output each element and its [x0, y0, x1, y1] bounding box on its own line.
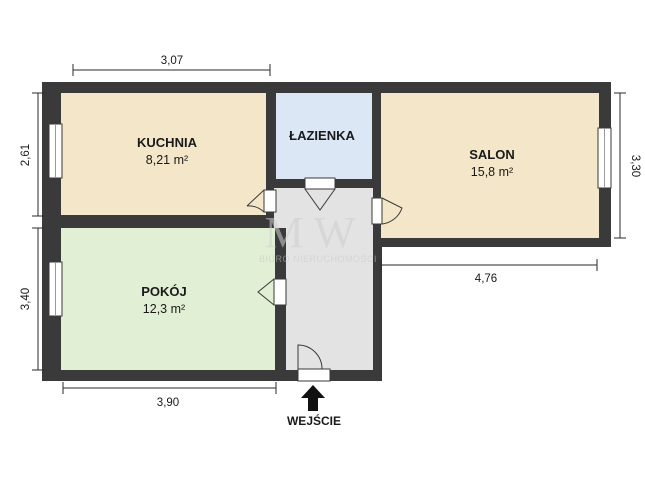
bedroom-area: 12,3 m²: [143, 302, 185, 316]
entrance-arrow-icon: [301, 385, 325, 411]
dim-right-salon-label: 3,30: [629, 155, 641, 177]
window-salon: [597, 127, 612, 189]
watermark: M W BIURO NIERUCHOMOŚCI: [259, 208, 377, 264]
bathroom-name: ŁAZIENKA: [289, 128, 355, 143]
bedroom-floor: [61, 228, 275, 370]
svg-text:M W: M W: [265, 208, 356, 257]
kitchen-name: KUCHNIA: [137, 135, 198, 150]
kitchen-area: 8,21 m²: [146, 153, 188, 167]
dim-top-kitchen: [72, 64, 271, 76]
door-bathroom: [304, 177, 336, 211]
door-bedroom: [257, 278, 287, 306]
watermark-text: BIURO NIERUCHOMOŚCI: [259, 253, 377, 264]
window-bedroom: [48, 261, 63, 317]
window-kitchen: [48, 123, 63, 179]
salon-area: 15,8 m²: [471, 165, 513, 179]
door-kitchen: [246, 189, 277, 213]
door-entrance: [297, 344, 331, 382]
kitchen-floor: [61, 93, 266, 215]
dim-left-bedroom: [32, 227, 44, 371]
salon-name: SALON: [469, 147, 515, 162]
bathroom-floor: [276, 93, 372, 179]
dim-bottom-bedroom-label: 3,90: [157, 397, 179, 409]
dim-right-salon: [614, 92, 626, 239]
dim-top-kitchen-label: 3,07: [161, 55, 183, 67]
dim-salon-width-label: 4,76: [475, 273, 497, 285]
salon-floor: [381, 93, 599, 238]
dim-left-kitchen: [32, 92, 44, 217]
bedroom-name: POKÓJ: [141, 284, 187, 299]
dim-left-kitchen-label: 2,61: [20, 144, 32, 166]
dim-salon-width: [380, 259, 598, 271]
dim-bottom-bedroom: [62, 382, 277, 394]
door-salon: [371, 197, 403, 225]
entrance-label: WEJŚCIE: [287, 413, 341, 428]
hallway-floor: [274, 188, 373, 370]
dim-left-bedroom-label: 3,40: [20, 288, 32, 310]
